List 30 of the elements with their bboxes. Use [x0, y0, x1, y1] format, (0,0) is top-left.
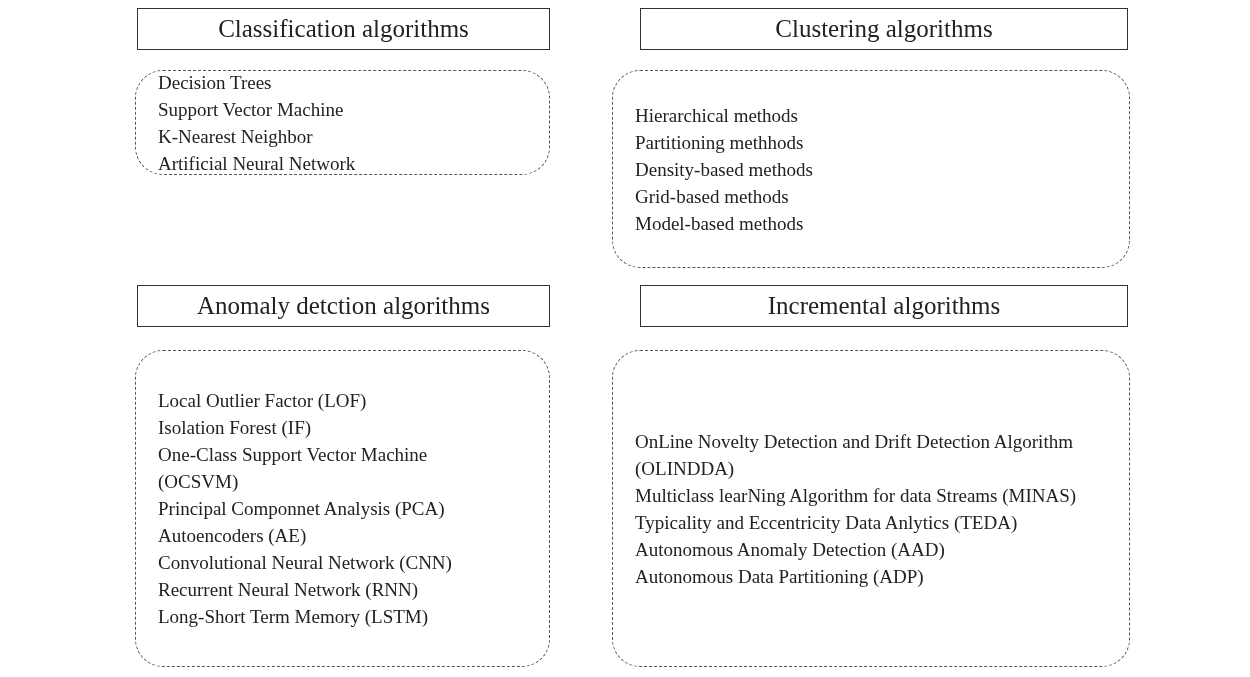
section-heading: Classification algorithms	[137, 8, 550, 50]
bullet-item: Principal Componnet Analysis (PCA)	[158, 497, 446, 521]
bullet-item: K-Nearest Neighbor	[158, 124, 314, 149]
bullet-item: Typicality and Eccentricity Data Anlytics (TEDA)	[635, 510, 1019, 535]
bullet-item: Model-based methods	[635, 211, 805, 236]
section-heading: Clustering algorithms	[640, 8, 1128, 50]
bullet-item: Decision Trees	[158, 70, 273, 95]
bullet-item: Convolutional Neural Network (CNN)	[158, 551, 453, 575]
bullet-item: Partitioning methhods	[635, 130, 805, 155]
dashed-rounded-panel	[135, 70, 550, 175]
bullet-item: Autoencoders (AE)	[158, 524, 308, 548]
bullet-item: Artificial Neural Network	[158, 151, 357, 176]
section-heading: Incremental algorithms	[640, 285, 1128, 327]
bullet-item: Support Vector Machine	[158, 97, 345, 122]
bullet-item: Long-Short Term Memory (LSTM)	[158, 605, 430, 629]
bullet-item: OnLine Novelty Detection and Drift Detection Algorithm (OLINDDA)	[635, 429, 1074, 481]
bullet-item: Autonomous Data Partitioning (ADP)	[635, 564, 925, 589]
bullet-item: Multiclass learNing Algorithm for data Streams (MINAS)	[635, 483, 1078, 508]
section-heading: Anomaly detction algorithms	[137, 285, 550, 327]
dashed-rounded-panel	[612, 70, 1130, 268]
dashed-rounded-panel	[135, 350, 550, 667]
bullet-item: Hierarchical methods	[635, 103, 799, 128]
dashed-rounded-panel	[612, 350, 1130, 667]
bullet-item: One-Class Support Vector Machine (OCSVM)	[158, 443, 429, 494]
bullet-item: Isolation Forest (IF)	[158, 416, 313, 440]
bullet-item: Autonomous Anomaly Detection (AAD)	[635, 537, 946, 562]
bullet-item: Recurrent Neural Network (RNN)	[158, 578, 420, 602]
bullet-item: Local Outlier Factor (LOF)	[158, 389, 368, 413]
bullet-item: Density-based methods	[635, 157, 814, 182]
bullet-item: Grid-based methods	[635, 184, 790, 209]
